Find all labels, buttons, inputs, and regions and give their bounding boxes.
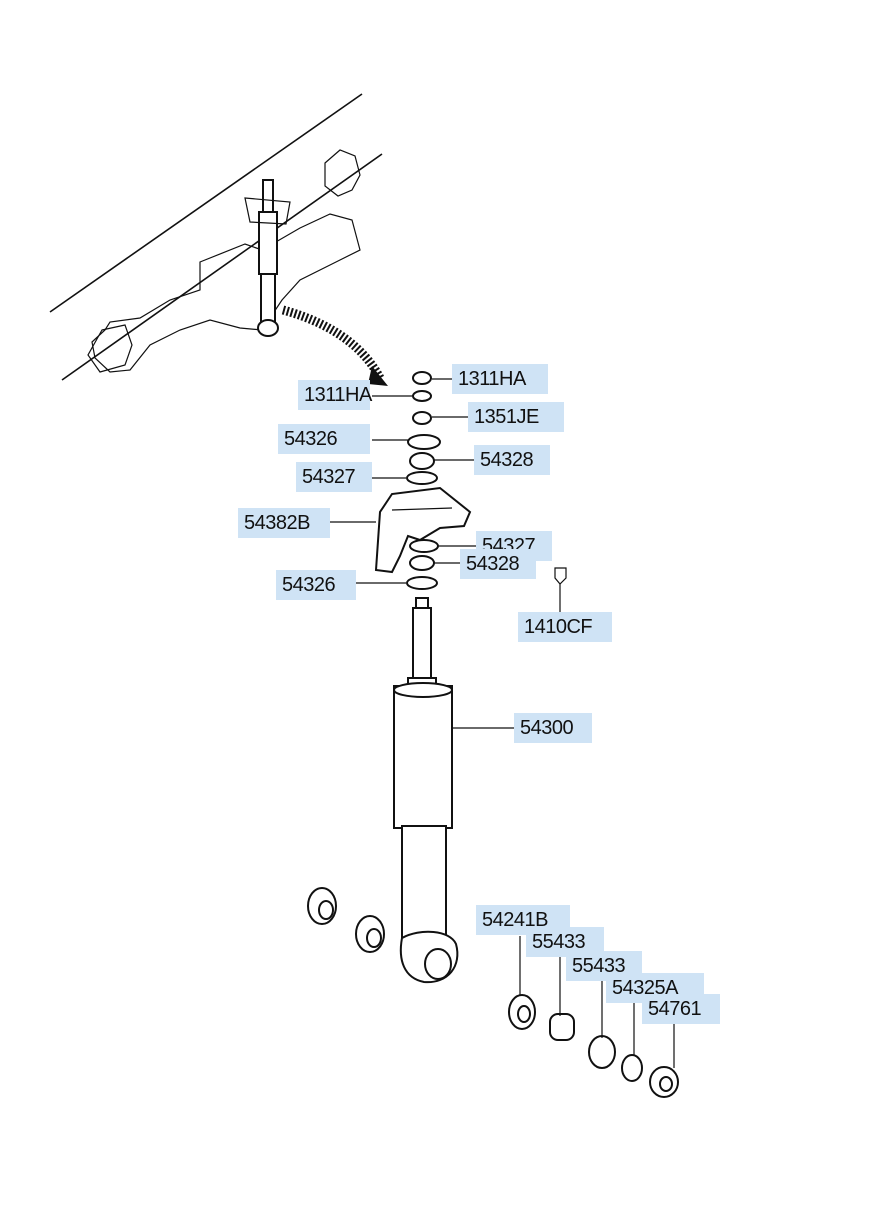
- label-54328-top: 54328: [474, 445, 550, 475]
- label-1351je: 1351JE: [468, 402, 564, 432]
- label-54382b: 54382B: [238, 508, 330, 538]
- label-55433-b: 55433: [566, 951, 642, 981]
- shock-absorber: [393, 597, 459, 984]
- label-54328-mid: 54328: [460, 549, 536, 579]
- label-54761: 54761: [642, 994, 720, 1024]
- label-54326-top: 54326: [278, 424, 370, 454]
- label-1410cf: 1410CF: [518, 612, 612, 642]
- top-hardware-stack: [374, 371, 567, 590]
- label-54326-low: 54326: [276, 570, 356, 600]
- leader-lines: [330, 378, 675, 1068]
- label-1311ha-top: 1311HA: [452, 364, 548, 394]
- label-54327-top: 54327: [296, 462, 372, 492]
- vehicle-frame-overview: [49, 93, 388, 386]
- label-54300: 54300: [514, 713, 592, 743]
- label-1311ha-left: 1311HA: [298, 380, 372, 410]
- loose-bushings: [307, 887, 679, 1098]
